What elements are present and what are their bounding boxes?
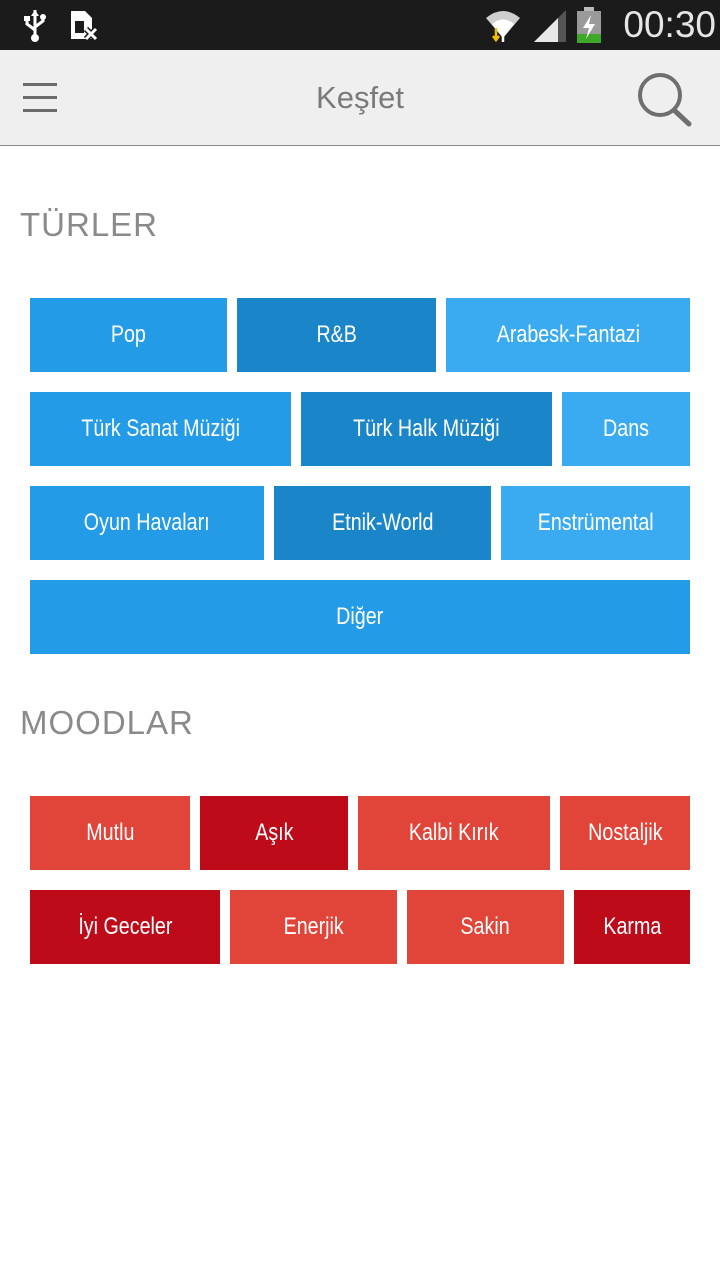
genre-label: Enstrümental	[537, 509, 654, 536]
mood-tile-asik[interactable]: Aşık	[200, 796, 348, 870]
mood-tile-karma[interactable]: Karma	[574, 890, 690, 964]
genre-tile-pop[interactable]: Pop	[30, 298, 227, 372]
mood-label: Mutlu	[85, 819, 135, 846]
genre-label: R&B	[316, 321, 357, 348]
genre-tile-diger[interactable]: Diğer	[30, 580, 690, 654]
mood-label: Enerjik	[283, 913, 344, 940]
genre-label: Türk Halk Müziği	[353, 415, 500, 442]
mood-tile-sakin[interactable]: Sakin	[407, 890, 564, 964]
mood-label: Nostaljik	[587, 819, 663, 846]
signal-icon	[534, 10, 566, 42]
mood-tile-enerjik[interactable]: Enerjik	[230, 890, 397, 964]
genre-label: Diğer	[336, 603, 384, 630]
genre-label: Etnik-World	[331, 509, 434, 536]
page-title: Keşfet	[316, 80, 404, 115]
genre-label: Dans	[603, 415, 649, 442]
mood-tile-nostaljik[interactable]: Nostaljik	[560, 796, 690, 870]
genre-tile-oyun-havalari[interactable]: Oyun Havaları	[30, 486, 264, 560]
genre-tile-turk-halk[interactable]: Türk Halk Müziği	[301, 392, 552, 466]
status-time: 00:30	[623, 4, 716, 45]
mood-label: Sakin	[460, 913, 511, 940]
mood-label: Karma	[603, 913, 661, 940]
mood-label: İyi Geceler	[77, 913, 173, 940]
mood-label: Kalbi Kırık	[409, 819, 499, 846]
genre-label: Oyun Havaları	[84, 509, 210, 536]
genre-label: Pop	[110, 321, 147, 348]
search-icon[interactable]	[634, 70, 694, 130]
app-bar: Keşfet	[0, 50, 720, 146]
moods-heading: MOODLAR	[20, 704, 194, 741]
genre-tile-arabesk-fantazi[interactable]: Arabesk-Fantazi	[446, 298, 690, 372]
genre-label: Arabesk-Fantazi	[496, 321, 640, 348]
genre-tile-enstrumental[interactable]: Enstrümental	[501, 486, 690, 560]
mood-tile-iyi-geceler[interactable]: İyi Geceler	[30, 890, 220, 964]
genres-heading: TÜRLER	[20, 206, 159, 243]
status-bar: 00:30	[0, 0, 720, 50]
wifi-icon	[486, 11, 520, 43]
mood-tile-kalbi-kirik[interactable]: Kalbi Kırık	[358, 796, 550, 870]
genre-tile-rnb[interactable]: R&B	[237, 298, 436, 372]
sim-missing-icon	[71, 11, 98, 42]
genre-tile-dans[interactable]: Dans	[562, 392, 690, 466]
genre-label: Türk Sanat Müziği	[81, 415, 240, 442]
mood-label: Aşık	[254, 819, 294, 846]
genre-tile-turk-sanat[interactable]: Türk Sanat Müziği	[30, 392, 291, 466]
usb-icon	[24, 10, 46, 42]
genre-tile-etnik-world[interactable]: Etnik-World	[274, 486, 491, 560]
hamburger-menu-icon[interactable]	[20, 78, 62, 118]
mood-tile-mutlu[interactable]: Mutlu	[30, 796, 190, 870]
battery-charging-icon	[577, 7, 601, 43]
